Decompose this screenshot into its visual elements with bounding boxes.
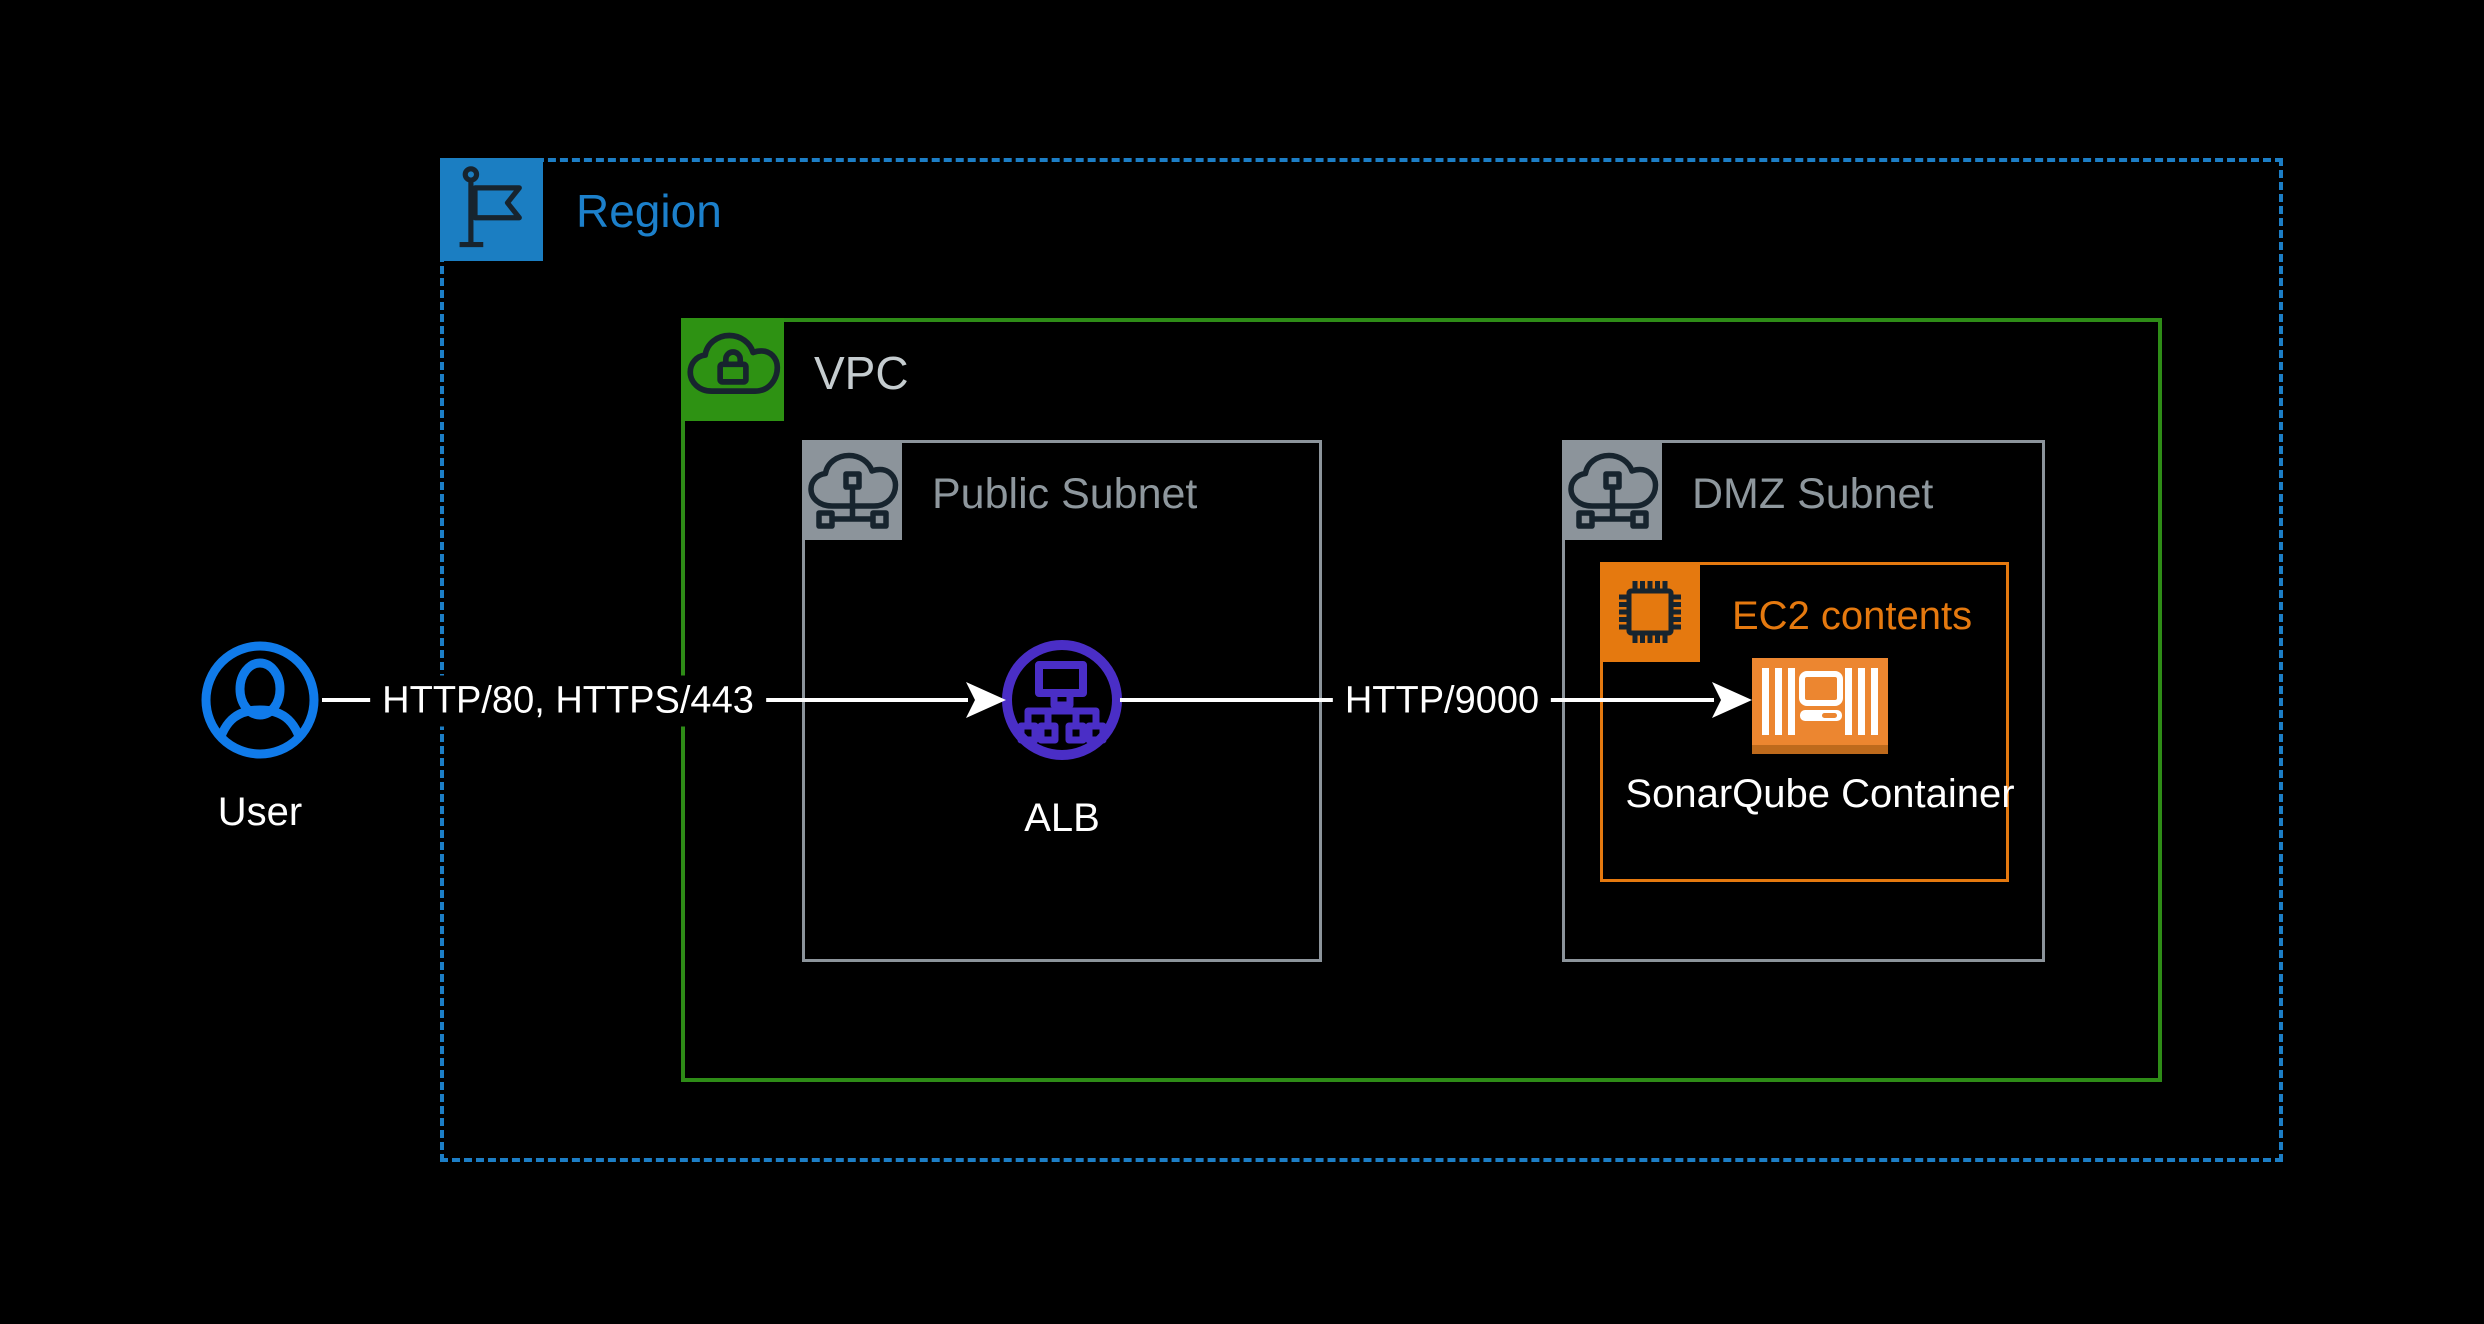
region-label: Region [576, 185, 722, 237]
sonarqube-container-label: SonarQube Container [1625, 772, 2015, 816]
chip-icon [1600, 562, 1700, 662]
flag-icon [440, 158, 543, 261]
alb-label: ALB [1024, 796, 1100, 840]
user-label: User [217, 790, 303, 834]
ec2-contents-label: EC2 contents [1732, 594, 1973, 638]
user-icon [198, 638, 322, 762]
subnet-cloud-network-icon [802, 440, 902, 540]
vpc-cloud-lock-icon [681, 318, 784, 421]
container-icon [1750, 658, 1890, 754]
vpc-label: VPC [814, 347, 909, 399]
subnet-cloud-network-icon [1562, 440, 1662, 540]
load-balancer-icon [997, 635, 1127, 765]
arrow-label-http9000: HTTP/9000 [1332, 675, 1552, 727]
public-subnet-label: Public Subnet [932, 470, 1198, 518]
region-boundary [440, 158, 2283, 1162]
dmz-subnet-label: DMZ Subnet [1692, 470, 1934, 518]
arrow-label-http80-https443: HTTP/80, HTTPS/443 [370, 675, 766, 727]
ec2-contents-boundary [1600, 562, 2009, 882]
